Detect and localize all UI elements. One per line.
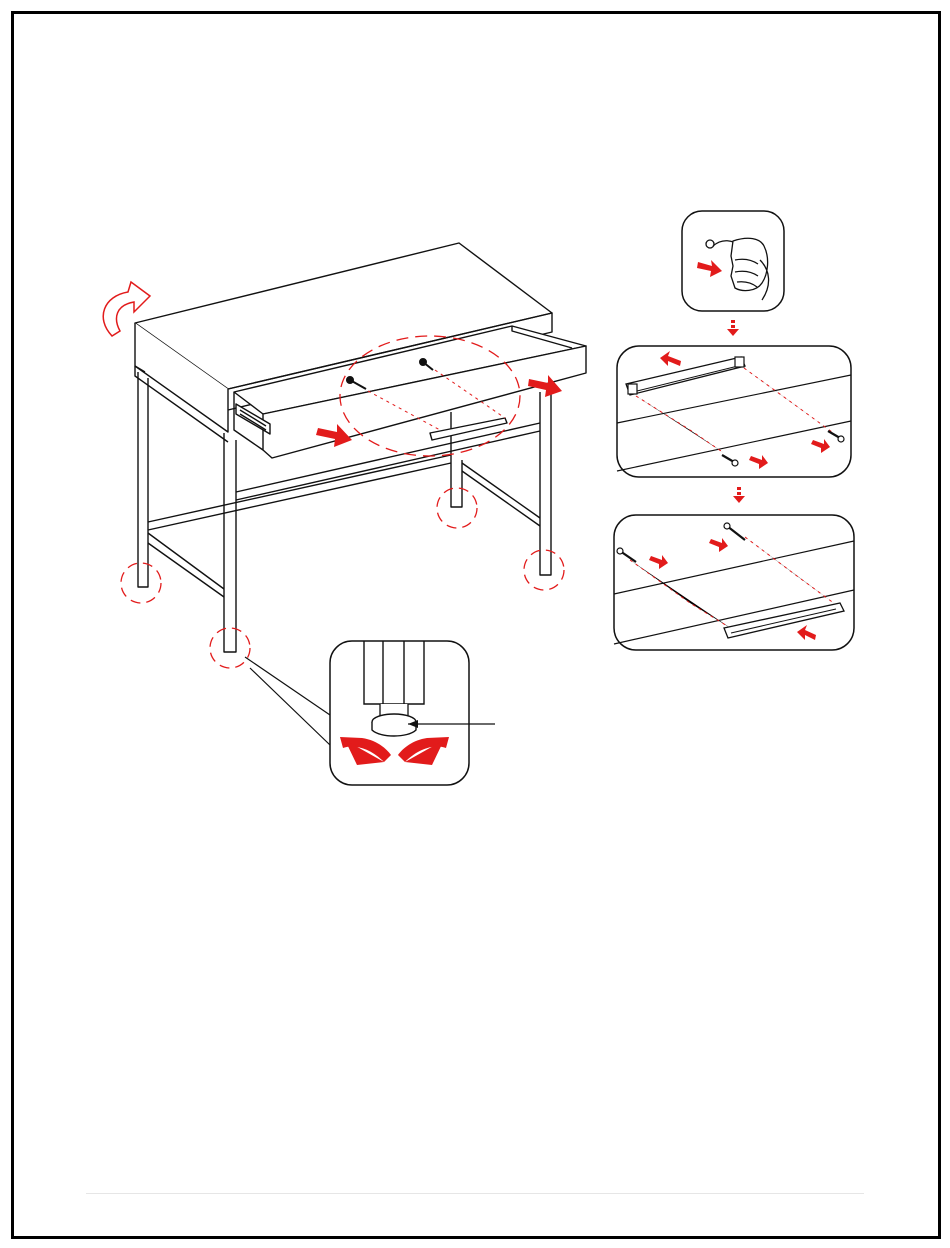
leg-leveler-circle: [121, 563, 161, 603]
leg-leveler-circle: [210, 628, 250, 668]
leveler-detail-panel: [245, 641, 495, 785]
hand-loosen-panel: [682, 211, 784, 311]
step-arrow-down-2: [733, 487, 745, 503]
leg-front-right: [540, 388, 551, 575]
desk-stretchers: [148, 423, 540, 597]
attach-handle-panel: [614, 515, 854, 650]
desk-illustration: [135, 243, 586, 652]
leg-leveler-circles: [121, 488, 564, 668]
leg-back-left: [138, 372, 148, 587]
leg-leveler-circle: [524, 550, 564, 590]
step-arrow-down-1: [727, 320, 739, 336]
leg-leveler-circle: [437, 488, 477, 528]
remove-handle-panel: [617, 346, 851, 477]
leg-front-left: [224, 433, 236, 652]
